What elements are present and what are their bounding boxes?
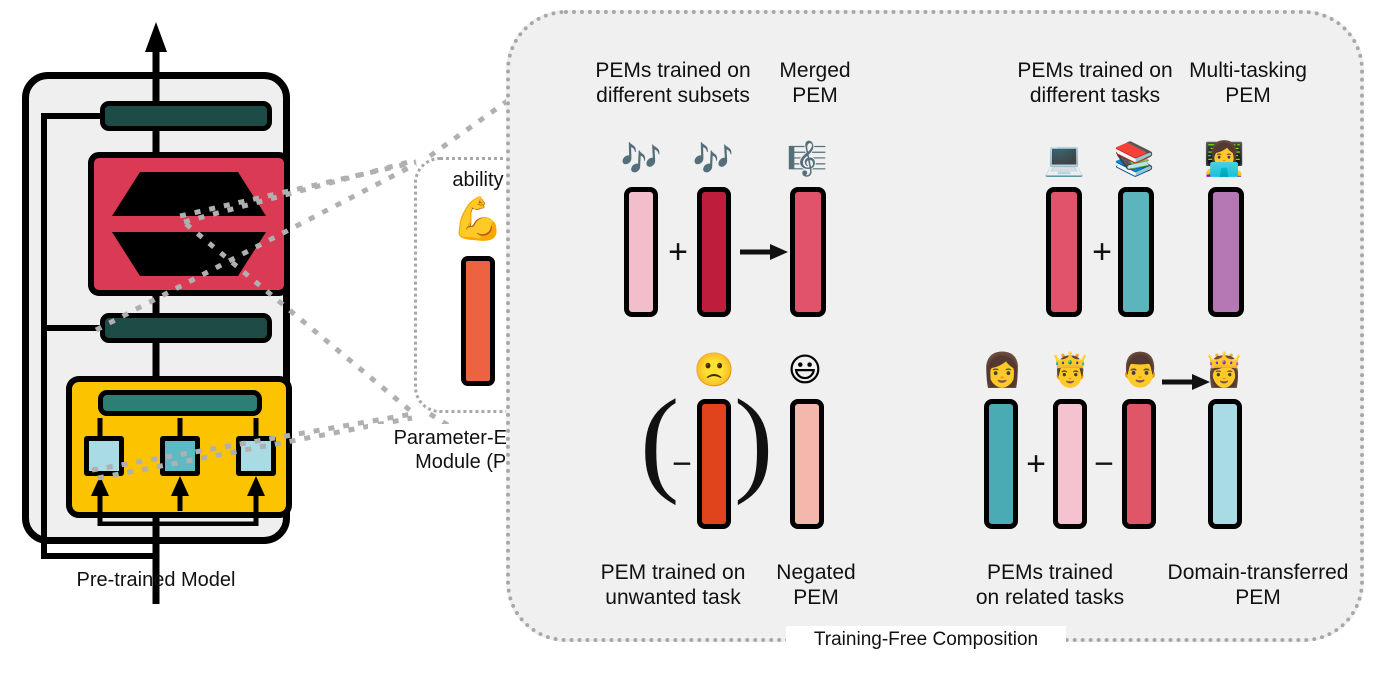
operator-plus-merging: +: [668, 232, 688, 271]
arrow-negation: [748, 659, 804, 690]
training-free-composition-panel: [506, 10, 1364, 642]
princess-icon: 👸: [1203, 350, 1245, 389]
bar-merging-operand-1: [624, 187, 658, 317]
bar-analogy-operand-1: [984, 399, 1018, 529]
bar-multitasking-result: [1208, 187, 1244, 317]
bar-negation-operand: [697, 399, 731, 529]
bar-analogy-operand-3: [1122, 399, 1156, 529]
attention-block: [88, 152, 290, 296]
bar-multitasking-operand-2: [1118, 187, 1154, 317]
operator-minus-negation: −: [672, 444, 692, 483]
layer-norm-bar-mid: [100, 313, 272, 343]
operator-minus-analogy: −: [1094, 444, 1114, 483]
operator-plus-analogy: +: [1026, 444, 1046, 483]
adapter-mid: [160, 436, 200, 476]
man-icon: 👨: [1119, 350, 1161, 389]
group-negation-title-left: PEM trained on unwanted task: [600, 561, 746, 610]
training-free-composition-caption: Training-Free Composition: [786, 626, 1066, 655]
arrow-merging: [736, 187, 792, 317]
operator-plus-multitasking: +: [1092, 232, 1112, 271]
bar-merging-operand-2: [697, 187, 731, 317]
adapter-right: [236, 436, 276, 476]
attention-trapezoids: [112, 172, 266, 276]
group-multitasking-title-right: Multi-tasking PEM: [1189, 59, 1307, 108]
group-analogy-title-right: Domain-transferred PEM: [1167, 561, 1349, 610]
bar-negation-result: [790, 399, 824, 529]
woman-icon: 👩: [981, 350, 1023, 389]
flexed-biceps-icon: 💪: [451, 195, 505, 242]
musical-notes-icon-a: 🎶: [620, 139, 662, 178]
bar-merging-result: [790, 187, 826, 317]
group-analogy-title-left: PEMs trained on related tasks: [975, 561, 1125, 610]
bar-multitasking-operand-1: [1046, 187, 1082, 317]
grinning-face-icon: 😃: [787, 350, 823, 389]
musical-score-icon: 🎼: [786, 139, 828, 178]
pre-trained-model-caption: Pre-trained Model: [76, 569, 236, 591]
books-icon: 📚: [1113, 139, 1155, 178]
adapter-left: [84, 436, 124, 476]
layer-norm-bar-top: [100, 101, 272, 131]
group-multitasking-title-left: PEMs trained on different tasks: [1017, 59, 1173, 108]
bracket-close: ): [734, 375, 774, 506]
pem-ability-label: ability: [452, 169, 504, 191]
arrow-multitasking: [1158, 317, 1214, 447]
bracket-open: (: [640, 375, 680, 506]
woman-technologist-icon: 👩‍💻: [1203, 139, 1245, 178]
bar-analogy-result: [1208, 399, 1242, 529]
frowning-face-icon: 🙁: [693, 350, 735, 389]
laptop-icon: 💻: [1043, 139, 1085, 178]
musical-notes-icon-b: 🎶: [692, 139, 734, 178]
pem-bar: [461, 256, 495, 386]
group-merging-title-right: Merged PEM: [779, 59, 851, 108]
group-negation-title-right: Negated PEM: [776, 561, 856, 610]
group-merging-title-left: PEMs trained on different subsets: [595, 59, 751, 108]
bar-analogy-operand-2: [1053, 399, 1087, 529]
prince-icon: 🤴: [1049, 350, 1091, 389]
